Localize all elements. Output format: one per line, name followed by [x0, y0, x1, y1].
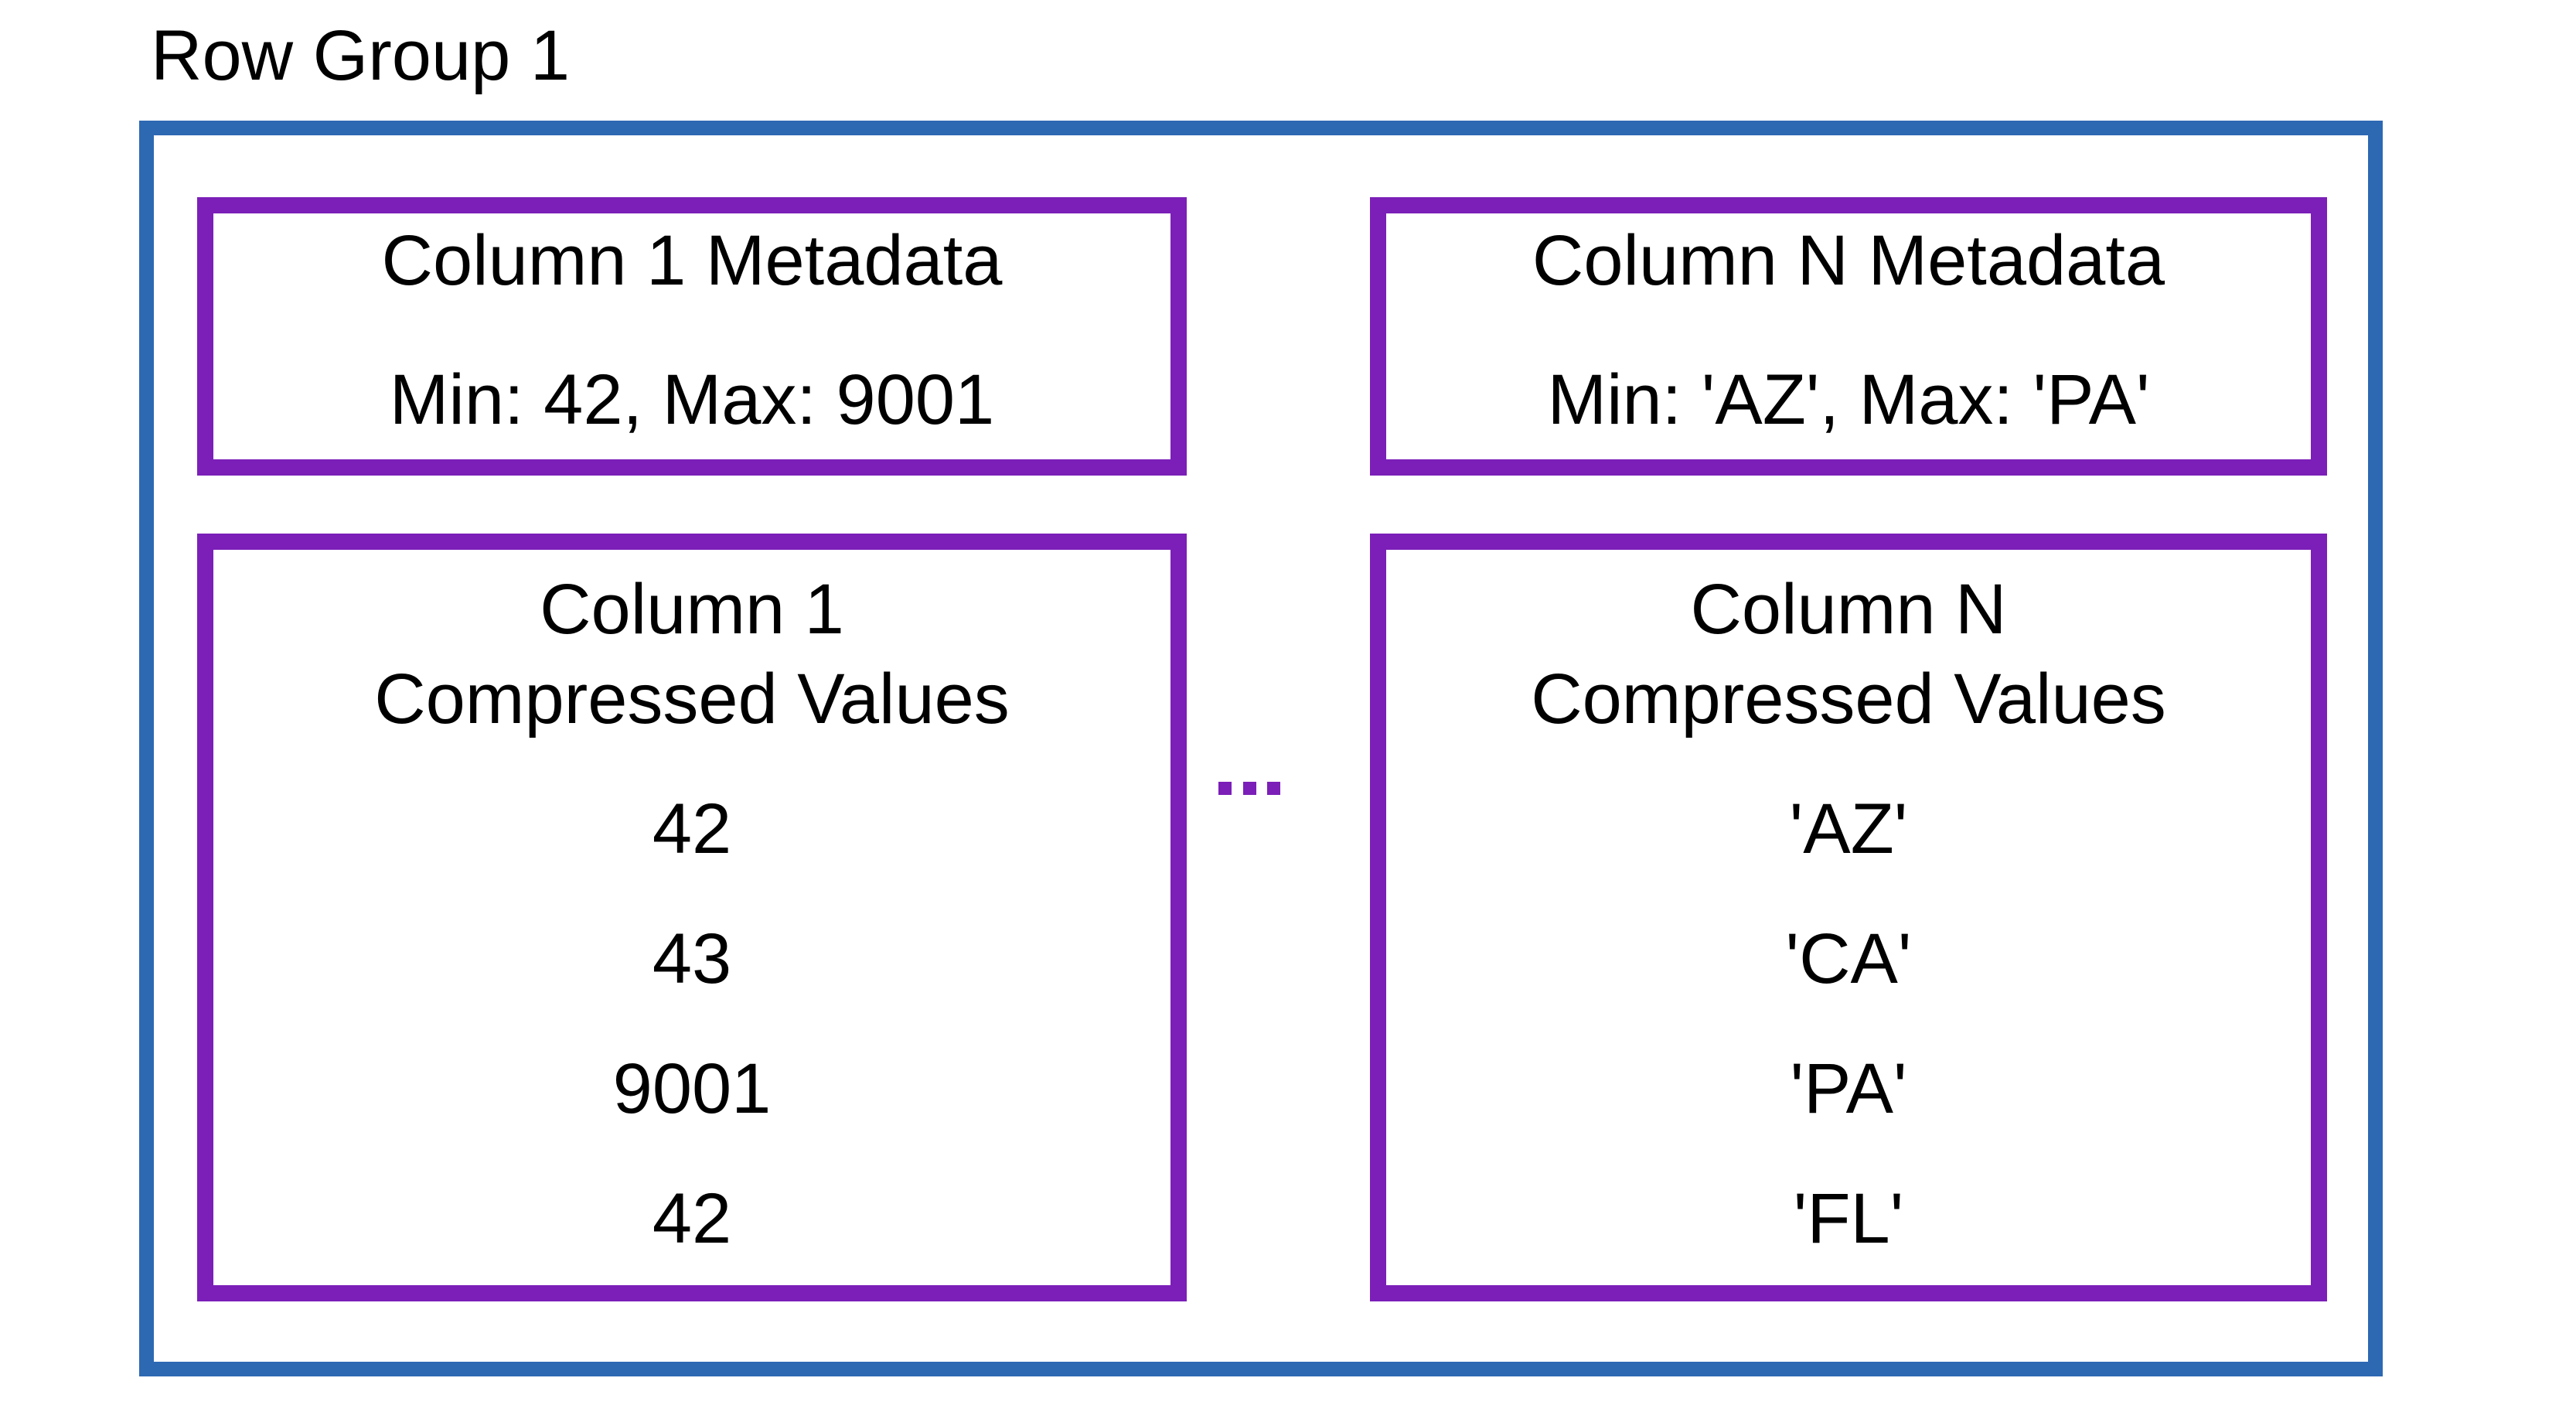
- column-n-values-box: Column N Compressed Values 'AZ' 'CA' 'PA…: [1370, 534, 2327, 1301]
- column-1-values-title-line2: Compressed Values: [374, 659, 1010, 738]
- column-n-values-title: Column N Compressed Values: [1531, 565, 2166, 745]
- column-1-metadata-stats: Min: 42, Max: 9001: [389, 360, 995, 439]
- ellipsis-dot: [1218, 781, 1232, 795]
- column-1-values-title-line1: Column 1: [540, 570, 844, 649]
- column-1-value: 42: [652, 789, 732, 868]
- column-n-value: 'AZ': [1789, 789, 1908, 868]
- ellipsis: [1218, 781, 1280, 795]
- column-1-values-title: Column 1 Compressed Values: [374, 565, 1010, 745]
- column-1-value: 42: [652, 1178, 732, 1258]
- column-1-metadata-title: Column 1 Metadata: [381, 221, 1003, 300]
- column-1-values-box: Column 1 Compressed Values 42 43 9001 42: [197, 534, 1187, 1301]
- row-group-title: Row Group 1: [151, 16, 571, 95]
- column-n-value: 'FL': [1793, 1178, 1904, 1258]
- column-1-value: 9001: [612, 1049, 772, 1128]
- column-n-values-title-line1: Column N: [1690, 570, 2007, 649]
- column-1-metadata-box: Column 1 Metadata Min: 42, Max: 9001: [197, 197, 1187, 476]
- column-n-value: 'CA': [1785, 919, 1912, 998]
- column-1-value: 43: [652, 919, 732, 998]
- column-n-value: 'PA': [1790, 1049, 1907, 1128]
- column-n-metadata-title: Column N Metadata: [1532, 221, 2165, 300]
- column-n-metadata-stats: Min: 'AZ', Max: 'PA': [1547, 360, 2150, 439]
- ellipsis-dot: [1242, 781, 1256, 795]
- column-n-metadata-box: Column N Metadata Min: 'AZ', Max: 'PA': [1370, 197, 2327, 476]
- ellipsis-dot: [1267, 781, 1280, 795]
- column-n-values-title-line2: Compressed Values: [1531, 659, 2166, 738]
